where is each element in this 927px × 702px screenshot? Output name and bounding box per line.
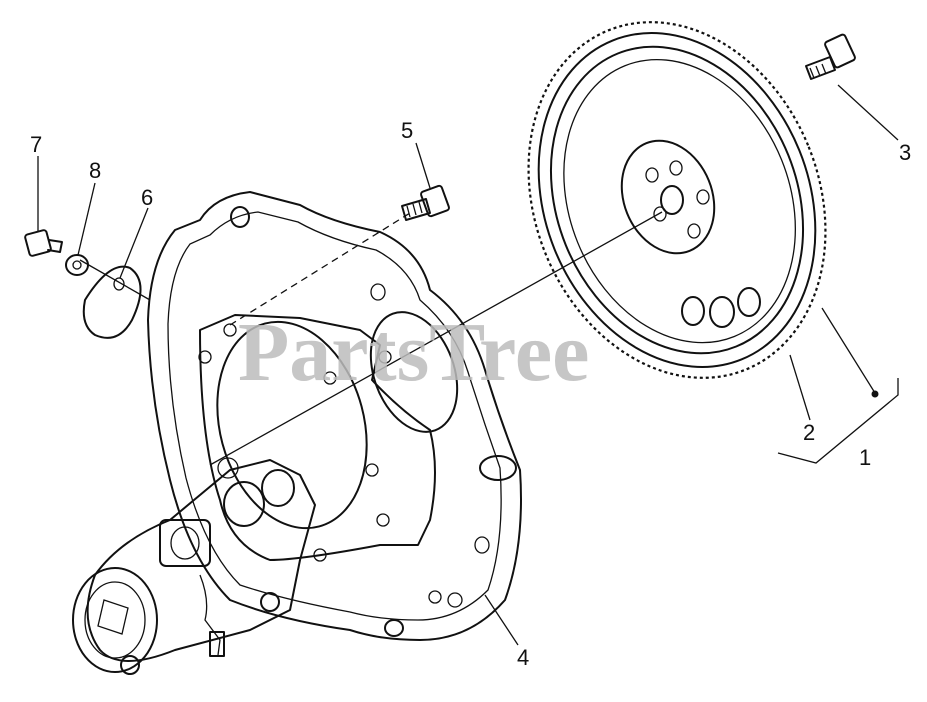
callout-5: 5 <box>401 118 413 143</box>
flywheel <box>527 21 827 379</box>
callout-3: 3 <box>899 140 911 165</box>
callout-4: 4 <box>517 645 529 670</box>
callout-7: 7 <box>30 132 42 157</box>
callout-leaders <box>37 84 899 646</box>
callout-2: 2 <box>803 420 815 445</box>
callout-1: 1 <box>859 445 871 470</box>
bolt-7 <box>24 229 63 257</box>
starter-motor <box>72 457 316 675</box>
alignment-lines <box>79 211 663 466</box>
plate-6 <box>82 265 142 339</box>
watermark: PartsTree <box>238 306 589 399</box>
flywheel-housing <box>147 191 522 641</box>
washer-8 <box>65 254 89 276</box>
callout-8: 8 <box>89 158 101 183</box>
flywheel-bolt <box>805 33 856 80</box>
callout-6: 6 <box>141 185 153 210</box>
housing-bolt <box>401 184 450 221</box>
